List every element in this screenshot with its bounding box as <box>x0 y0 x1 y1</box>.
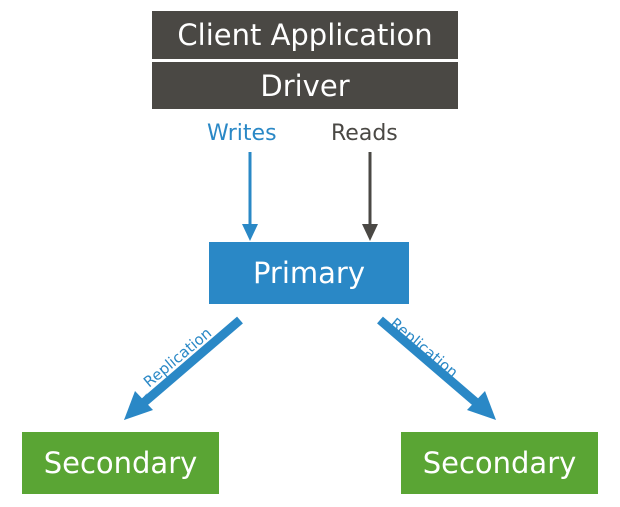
client-application-label: Client Application <box>177 18 433 52</box>
reads-arrow <box>362 152 378 241</box>
replication-label-left: Replication <box>140 324 215 391</box>
reads-label: Reads <box>331 121 398 146</box>
secondary-label-left: Secondary <box>43 446 198 480</box>
primary-box: Primary <box>209 242 409 304</box>
secondary-box-right: Secondary <box>401 432 598 494</box>
secondary-label-right: Secondary <box>422 446 577 480</box>
secondary-box-left: Secondary <box>22 432 219 494</box>
replication-arrow-right <box>377 316 496 420</box>
client-application-box: Client Application <box>152 11 458 59</box>
writes-arrow <box>242 152 258 241</box>
driver-label: Driver <box>260 68 350 103</box>
primary-label: Primary <box>252 256 366 290</box>
replication-arrow-left <box>124 316 243 420</box>
writes-label: Writes <box>207 121 277 146</box>
replication-label-right: Replication <box>386 314 461 381</box>
driver-box: Driver <box>152 62 458 109</box>
